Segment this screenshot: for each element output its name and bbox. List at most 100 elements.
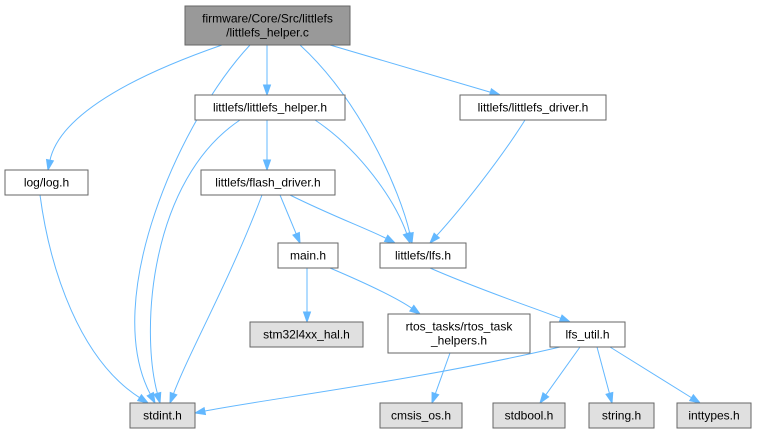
node-label: stm32l4xx_hal.h (263, 328, 350, 342)
edge-line (49, 44, 223, 162)
node-label: stdbool.h (505, 409, 554, 423)
node-box (459, 94, 607, 121)
edge-log-h-to-stdint-h (39, 194, 150, 404)
node-label: cmsis_os.h (391, 409, 451, 423)
edge-littlefs-driver-h-to-lfs-h (428, 119, 526, 245)
edge-root-to-lfs-h (299, 44, 414, 245)
node-label: littlefs/littlefs_helper.h (213, 101, 327, 115)
node-label: lfs_util.h (565, 328, 609, 342)
edge-line (329, 267, 413, 310)
node-box (387, 313, 531, 354)
arrow-head-icon (193, 406, 207, 416)
node-label: firmware/Core/Src/littlefs (202, 12, 333, 26)
edge-line (609, 346, 693, 399)
edge-line (429, 267, 562, 320)
node-box (549, 321, 626, 348)
arrow-head-icon (262, 159, 272, 172)
arrow-head-icon (262, 84, 272, 97)
arrow-head-icon (688, 393, 702, 404)
node-box (129, 402, 196, 429)
arrow-head-icon (539, 392, 550, 405)
arrow-head-icon (408, 304, 422, 315)
node-box (492, 402, 566, 429)
node-stdbool-h: stdbool.h (492, 402, 566, 429)
node-stm32l4xx-hal-h: stm32l4xx_hal.h (249, 321, 364, 348)
node-box (588, 402, 655, 429)
node-flash-driver-h[interactable]: littlefs/flash_driver.h (200, 169, 336, 196)
node-root[interactable]: firmware/Core/Src/littlefs/littlefs_help… (184, 5, 351, 46)
node-label: littlefs/littlefs_driver.h (478, 101, 589, 115)
node-littlefs-driver-h[interactable]: littlefs/littlefs_driver.h (459, 94, 607, 121)
node-box (379, 402, 463, 429)
node-label: littlefs/flash_driver.h (215, 176, 320, 190)
arrow-head-icon (558, 314, 572, 323)
node-rtos-task-helpers-h[interactable]: rtos_tasks/rtos_task_helpers.h (387, 313, 531, 354)
arrow-head-icon (169, 391, 178, 405)
arrow-head-icon (292, 231, 301, 245)
node-log-h[interactable]: log/log.h (4, 169, 89, 196)
edge-line (544, 346, 581, 396)
edge-line (172, 194, 263, 395)
node-box (184, 5, 351, 46)
nodes-layer: firmware/Core/Src/littlefs/littlefs_help… (4, 5, 752, 429)
edge-flash-driver-h-to-main-h (279, 194, 301, 245)
edge-lfs-util-h-to-inttypes-h (609, 346, 702, 404)
node-box (4, 169, 89, 196)
arrow-head-icon (146, 391, 156, 405)
node-label: string.h (602, 409, 641, 423)
arrow-head-icon (402, 231, 411, 245)
edge-line (299, 44, 411, 235)
node-label: _helpers.h (430, 334, 487, 348)
node-label: littlefs/lfs.h (395, 249, 451, 263)
edge-root-to-log-h (45, 44, 223, 172)
node-stdint-h: stdint.h (129, 402, 196, 429)
arrow-head-icon (428, 232, 441, 245)
edge-line (289, 194, 388, 240)
edge-littlefs-helper-h-to-stdint-h (149, 119, 241, 405)
arrow-head-icon (383, 234, 397, 244)
arrow-head-icon (153, 391, 162, 405)
edge-line (435, 119, 526, 237)
node-lfs-h[interactable]: littlefs/lfs.h (379, 242, 467, 269)
node-string-h: string.h (588, 402, 655, 429)
edge-main-h-to-rtos-task-helpers-h (329, 267, 422, 315)
node-cmsis-os-h: cmsis_os.h (379, 402, 463, 429)
edge-main-h-to-stm32l4xx-hal-h (302, 268, 312, 324)
edge-root-to-stdint-h (134, 44, 251, 405)
edge-littlefs-helper-h-to-flash-driver-h (262, 120, 272, 172)
node-box (277, 242, 339, 269)
edge-line (596, 346, 611, 395)
edge-flash-driver-h-to-lfs-h (289, 194, 397, 244)
edge-line (329, 44, 492, 93)
edge-line (434, 352, 451, 395)
edge-littlefs-helper-h-to-lfs-h (314, 119, 411, 245)
arrow-head-icon (45, 158, 55, 172)
node-box (194, 94, 346, 121)
arrow-head-icon (431, 391, 440, 405)
node-label: inttypes.h (688, 409, 739, 423)
edges-layer (39, 44, 702, 416)
node-label: /littlefs_helper.c (226, 26, 309, 40)
edge-flash-driver-h-to-stdint-h (169, 194, 263, 405)
node-label: log/log.h (24, 176, 69, 190)
node-box (676, 402, 752, 429)
edge-rtos-task-helpers-h-to-cmsis-os-h (431, 352, 451, 405)
node-box (379, 242, 467, 269)
edge-line (134, 44, 251, 396)
node-label: stdint.h (143, 409, 182, 423)
edge-root-to-littlefs-driver-h (329, 44, 502, 97)
arrow-head-icon (302, 311, 312, 324)
node-box (200, 169, 336, 196)
arrow-head-icon (605, 391, 614, 405)
node-main-h[interactable]: main.h (277, 242, 339, 269)
edge-lfs-util-h-to-stdint-h (193, 346, 561, 416)
edge-line (39, 194, 141, 399)
node-label: rtos_tasks/rtos_task (406, 320, 514, 334)
node-lfs-util-h[interactable]: lfs_util.h (549, 321, 626, 348)
node-littlefs-helper-h[interactable]: littlefs/littlefs_helper.h (194, 94, 346, 121)
edge-line (203, 346, 561, 412)
edge-lfs-util-h-to-string-h (596, 346, 614, 405)
node-box (249, 321, 364, 348)
edge-line (149, 119, 241, 395)
